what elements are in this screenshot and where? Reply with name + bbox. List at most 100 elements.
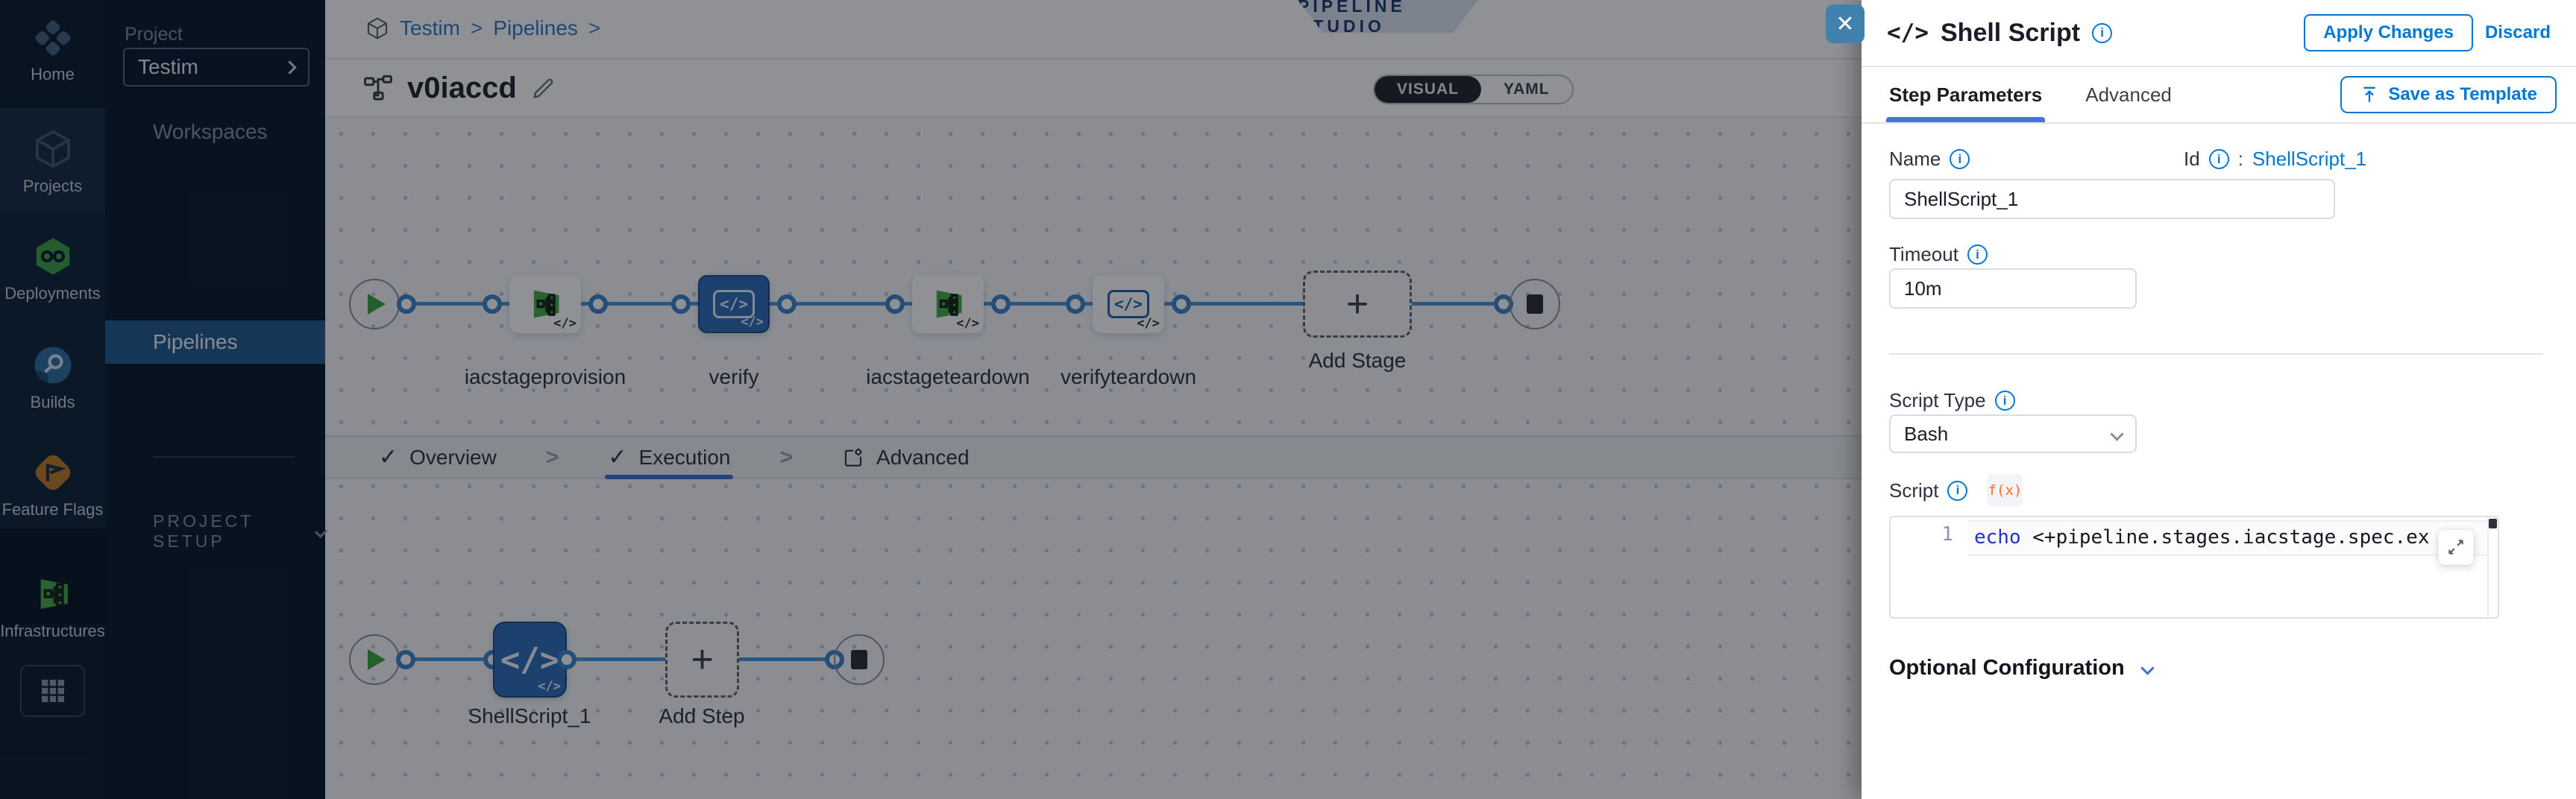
- stage-label[interactable]: verifyteardown: [1060, 365, 1197, 388]
- nav-item-home[interactable]: Home: [0, 18, 105, 83]
- editor-scrollbar[interactable]: [2487, 517, 2498, 617]
- stage-label[interactable]: iacstageprovision: [464, 365, 626, 388]
- sidebar-item-pipelines[interactable]: Pipelines: [105, 320, 325, 364]
- nav-label: Deployments: [4, 284, 101, 303]
- shell-script-icon: </>: [500, 640, 560, 679]
- tab-step-parameters[interactable]: Step Parameters: [1886, 67, 2046, 122]
- add-step-label[interactable]: Add Step: [659, 704, 745, 727]
- stage-card-verify[interactable]: </> </>: [698, 275, 770, 333]
- add-step-button[interactable]: +: [665, 622, 739, 698]
- nav-label: Home: [31, 65, 75, 83]
- step-card-shellscript[interactable]: </> </>: [493, 622, 567, 698]
- breadcrumb-separator: >: [588, 16, 601, 40]
- add-stage-label[interactable]: Add Stage: [1308, 349, 1407, 372]
- nav-item-feature-flags[interactable]: Feature Flags: [0, 452, 105, 519]
- sidebar-item-workspaces[interactable]: Workspaces: [105, 110, 325, 154]
- nav-item-projects[interactable]: Projects: [0, 128, 105, 195]
- editor-expand-button[interactable]: [2438, 529, 2474, 565]
- script-code-editor[interactable]: 1 echo <+pipeline.stages.iacstage.spec.e…: [1889, 516, 2499, 619]
- fx-expression-button[interactable]: f(x): [1987, 474, 2023, 507]
- custom-stage-icon: </>: [713, 290, 755, 318]
- tab-overview[interactable]: ✓ Overview: [371, 437, 504, 478]
- sidebar-item-label: Pipelines: [153, 330, 238, 353]
- link-node[interactable]: [396, 650, 415, 669]
- add-stage-button[interactable]: +: [1303, 271, 1412, 338]
- project-sidebar: Project Testim Workspaces Pipelines PROJ…: [105, 0, 327, 799]
- toggle-yaml[interactable]: YAML: [1504, 80, 1550, 98]
- check-icon: ✓: [379, 445, 398, 470]
- drawer-close-button[interactable]: ✕: [1826, 4, 1865, 43]
- link-node[interactable]: [557, 650, 577, 669]
- code-badge-icon: </>: [1137, 316, 1160, 331]
- project-selector[interactable]: Testim: [123, 48, 310, 86]
- stage-card-iacstageprovision[interactable]: </>: [509, 275, 581, 333]
- play-icon: [368, 649, 386, 670]
- optional-configuration-toggle[interactable]: Optional Configuration: [1889, 656, 2155, 680]
- link-node[interactable]: [397, 294, 416, 314]
- module-block-infra: [0, 528, 105, 625]
- active-tab-underline: [605, 475, 734, 479]
- stage-label[interactable]: iacstageteardown: [866, 365, 1030, 388]
- stage-label[interactable]: verify: [709, 365, 759, 388]
- edit-pencil-icon[interactable]: [530, 76, 556, 101]
- link-node[interactable]: [777, 294, 797, 314]
- link-node[interactable]: [991, 294, 1011, 314]
- project-cube-icon: [367, 17, 388, 40]
- tab-label: Advanced: [876, 445, 970, 469]
- upload-icon: [2363, 86, 2375, 102]
- link-node[interactable]: [588, 294, 608, 314]
- script-label-row: Script i f(x): [1889, 474, 2023, 507]
- info-icon[interactable]: i: [1947, 480, 1968, 501]
- shell-script-icon: </>: [1887, 19, 1929, 46]
- link-node[interactable]: [1172, 294, 1191, 314]
- info-icon[interactable]: i: [2208, 149, 2229, 169]
- nav-item-builds[interactable]: Builds: [0, 344, 105, 411]
- script-code-text[interactable]: echo <+pipeline.stages.iacstage.spec.exe…: [1974, 526, 2431, 549]
- project-setup-toggle[interactable]: PROJECT SETUP: [153, 511, 327, 552]
- discard-button[interactable]: Discard: [2484, 22, 2551, 42]
- chevron-down-icon: [2110, 426, 2124, 441]
- breadcrumb-project-link[interactable]: Testim: [400, 16, 460, 40]
- apply-changes-button[interactable]: Apply Changes: [2304, 14, 2473, 51]
- toggle-visual[interactable]: VISUAL: [1375, 76, 1482, 103]
- tab-advanced[interactable]: Advanced: [835, 437, 977, 478]
- timeout-input[interactable]: [1891, 270, 2135, 307]
- id-separator: :: [2237, 148, 2243, 170]
- tab-execution[interactable]: ✓ Execution: [600, 437, 738, 479]
- module-picker-button[interactable]: [20, 665, 85, 717]
- chevron-separator: >: [545, 444, 559, 470]
- editor-scrollbar-thumb[interactable]: [2489, 519, 2497, 528]
- cube-icon: [35, 130, 70, 168]
- nav-item-infrastructures[interactable]: Infrastructures: [0, 573, 105, 640]
- link-node[interactable]: [885, 294, 905, 314]
- info-icon[interactable]: i: [2092, 22, 2113, 43]
- link-node[interactable]: [671, 294, 691, 314]
- link-node[interactable]: [1066, 294, 1085, 314]
- info-icon[interactable]: i: [1950, 149, 1970, 169]
- stage-card-verifyteardown[interactable]: </> </>: [1093, 275, 1164, 333]
- step-label[interactable]: ShellScript_1: [468, 704, 591, 727]
- pipeline-icon: [364, 75, 392, 100]
- info-icon[interactable]: i: [1967, 244, 1988, 265]
- grid-icon: [41, 680, 64, 702]
- stage-card-iacstageteardown[interactable]: </>: [912, 275, 984, 333]
- chevron-down-icon: [2140, 661, 2155, 675]
- view-toggle[interactable]: VISUAL YAML: [1373, 75, 1574, 104]
- id-value[interactable]: ShellScript_1: [2252, 148, 2367, 170]
- name-input[interactable]: [1889, 179, 2335, 219]
- stop-icon: [851, 650, 867, 669]
- id-label: Id: [2184, 148, 2200, 170]
- tab-label: Advanced: [2085, 83, 2172, 106]
- save-as-template-button[interactable]: Save as Template: [2340, 76, 2557, 113]
- breadcrumb-pipelines-link[interactable]: Pipelines: [493, 16, 578, 40]
- modal-dim-overlay[interactable]: [0, 0, 1862, 799]
- info-icon[interactable]: i: [1994, 391, 2015, 411]
- tab-advanced[interactable]: Advanced: [2085, 67, 2172, 122]
- id-row: Id i : ShellScript_1: [2184, 148, 2366, 171]
- drawer-tabs: Step Parameters Advanced Save as Templat…: [1862, 67, 2576, 124]
- link-node[interactable]: [483, 294, 502, 314]
- nav-item-deployments[interactable]: Deployments: [0, 236, 105, 303]
- section-divider: [1889, 353, 2543, 355]
- code-badge-icon: </>: [538, 679, 561, 694]
- script-type-select[interactable]: Bash: [1889, 414, 2137, 453]
